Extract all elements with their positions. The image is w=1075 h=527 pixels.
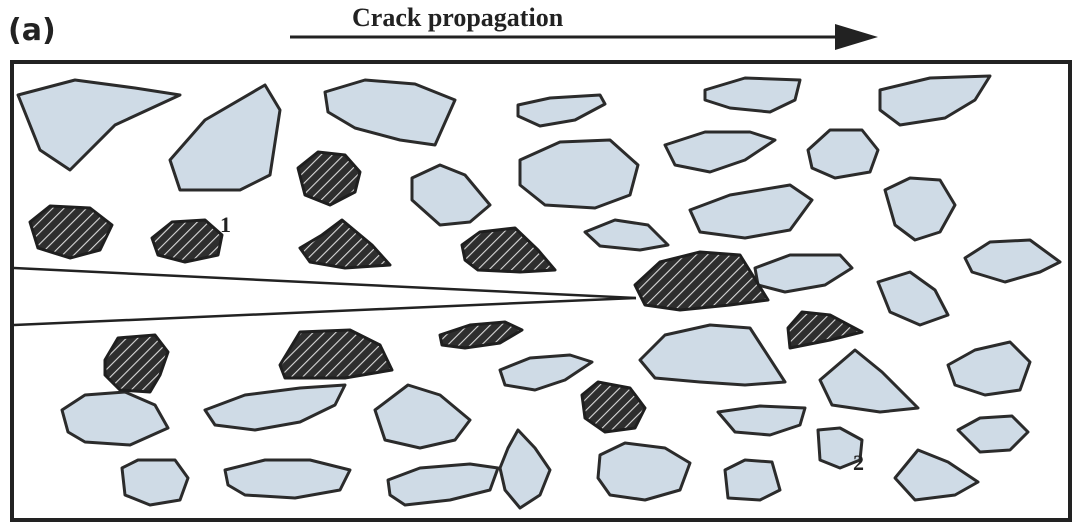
light-particle (725, 460, 780, 500)
diagram-title: Crack propagation (352, 3, 564, 32)
light-particle (122, 460, 188, 505)
marker-2: 2 (853, 450, 864, 475)
marker-1: 1 (220, 212, 231, 237)
dark-particle (30, 206, 112, 258)
light-particle (225, 460, 350, 498)
panel-label: (a) (8, 13, 56, 48)
